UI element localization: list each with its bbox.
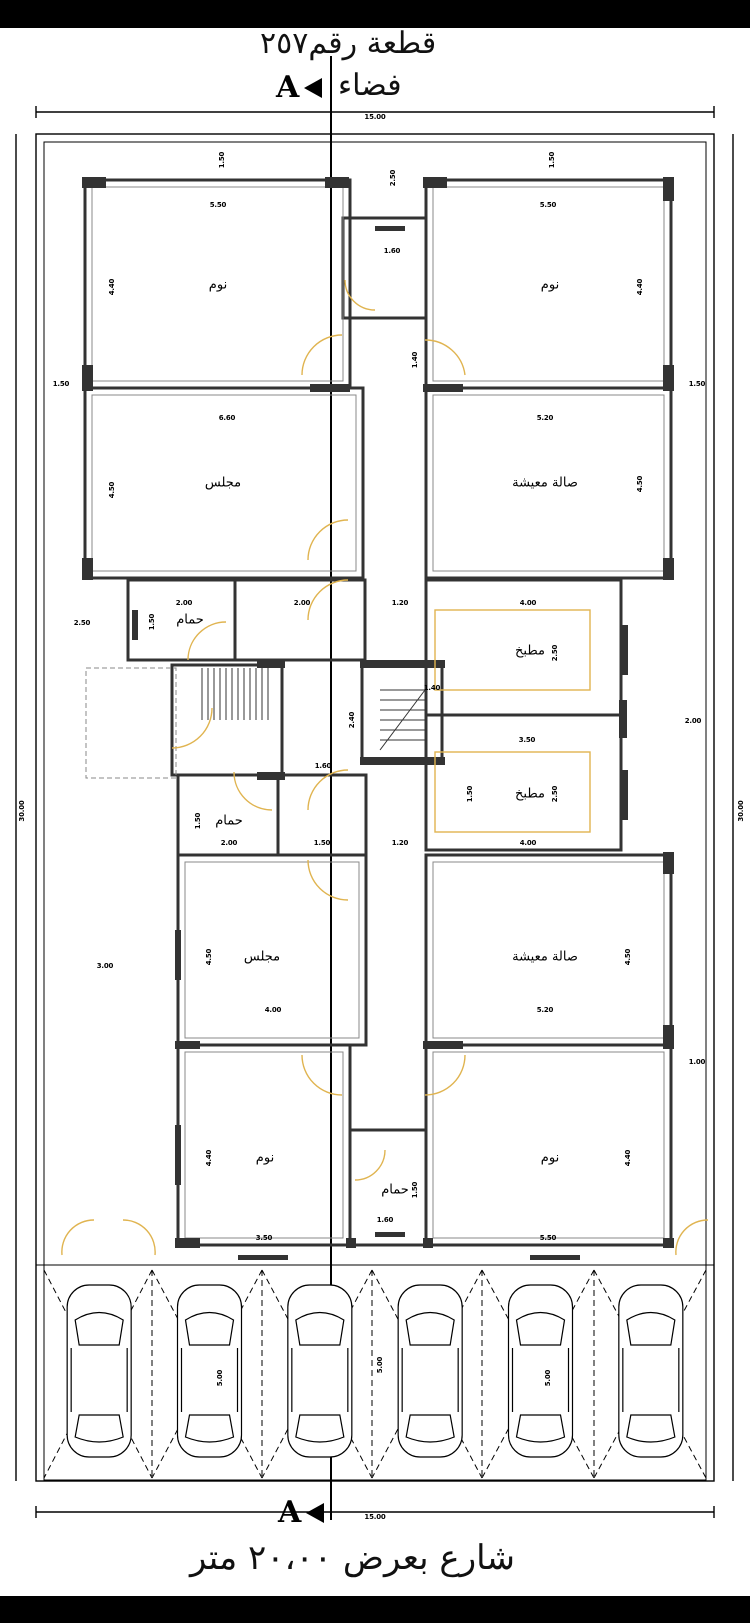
room-label-bedroom-3: نوم	[255, 1150, 275, 1166]
dim-hall1-width: 2.00	[293, 599, 311, 607]
dim-parking-depth-2: 5.00	[376, 1356, 384, 1374]
bath-3-walls	[348, 1128, 428, 1247]
dim-overall-length-left: 30.00	[18, 800, 26, 822]
dim-majlis1-depth: 4.50	[108, 481, 116, 499]
parked-car-icon	[176, 1284, 243, 1458]
dim-kitchen2-width: 4.00	[519, 839, 537, 847]
dim-setback-top-right: 1.50	[548, 151, 556, 169]
dim-entry-2: 1.20	[391, 839, 409, 847]
dim-bed3-width: 3.50	[255, 1234, 273, 1242]
dim-corridor-top: 1.40	[411, 351, 419, 369]
dim-bath2-width: 2.00	[220, 839, 238, 847]
dim-setback-top-mid: 2.50	[389, 169, 397, 187]
dim-stair-width: 1.40	[423, 684, 441, 692]
dim-kitchen2-depth: 2.50	[551, 785, 559, 803]
bottom-black-bar	[0, 1596, 750, 1623]
dim-living2-width: 5.20	[536, 1006, 554, 1014]
parked-car-icon	[397, 1284, 463, 1458]
room-label-bath-2: حمام	[215, 813, 243, 829]
room-label-majlis-2: مجلس	[243, 949, 281, 965]
dim-bath3-width: 1.60	[376, 1216, 394, 1224]
room-label-kitchen-2: مطبخ	[515, 786, 545, 802]
parked-car-icon	[287, 1284, 353, 1458]
dim-living1-depth: 4.50	[636, 475, 644, 493]
room-label-kitchen-1: مطبخ	[515, 643, 545, 659]
dim-kitchen-separator: 3.50	[518, 736, 536, 744]
stair-main	[170, 663, 284, 777]
kitchen-2-walls	[424, 713, 623, 852]
dim-stair-depth: 2.40	[348, 711, 356, 729]
dim-living1-width: 5.20	[536, 414, 554, 422]
room-label-bedroom-1: نوم	[208, 277, 228, 293]
dim-setback-left-top: 1.50	[52, 380, 70, 388]
stair-core-mid	[360, 663, 444, 762]
dim-setback-left-low: 3.00	[96, 962, 114, 970]
dim-living2-depth: 4.50	[624, 948, 632, 966]
majlis-1-walls	[83, 386, 365, 580]
room-label-bedroom-4: نوم	[540, 1150, 560, 1166]
dim-lobby-width: 1.60	[314, 762, 332, 770]
section-marker-top: A	[276, 70, 300, 105]
top-black-bar	[0, 0, 750, 28]
parked-car-icon	[66, 1284, 132, 1458]
dim-setback-top-left: 1.50	[218, 151, 226, 169]
parked-car-icon	[507, 1284, 574, 1458]
dim-bed3-depth: 4.40	[205, 1149, 213, 1167]
room-label-living-2: صالة معيشة	[512, 949, 578, 965]
dim-setback-right-low: 1.00	[688, 1058, 706, 1066]
setback-line	[43, 141, 707, 1481]
floor-plan-drawing	[15, 56, 734, 1520]
dim-kitchen1-depth: 2.50	[551, 644, 559, 662]
room-label-living-1: صالة معيشة	[512, 475, 578, 491]
dim-overall-width-bottom: 15.00	[364, 1513, 386, 1521]
dim-bed4-width: 5.50	[539, 1234, 557, 1242]
dim-kitchen1-width: 4.00	[519, 599, 537, 607]
living-1-walls	[424, 386, 673, 580]
dim-bed2-width: 5.50	[539, 201, 557, 209]
dim-bath1-depth: 1.50	[148, 613, 156, 631]
dim-parking-depth-3: 5.00	[544, 1369, 552, 1387]
dim-bath3-depth: 1.50	[411, 1181, 419, 1199]
dim-setback-right-top: 1.50	[688, 380, 706, 388]
dim-corridor-2: 1.50	[313, 839, 331, 847]
room-label-bath-1: حمام	[176, 612, 204, 628]
plot-number-title: قطعة رقم٢٥٧	[260, 26, 437, 61]
section-arrow-top-icon	[304, 78, 322, 98]
section-arrow-bottom-icon	[306, 1503, 324, 1523]
hall-1-walls	[233, 578, 367, 662]
plot-boundary	[35, 133, 715, 1482]
dim-overall-width-top: 15.00	[364, 113, 386, 121]
north-side-label: فضاء	[338, 68, 402, 103]
parked-car-icon	[618, 1284, 684, 1458]
dim-entry1-width: 1.20	[391, 599, 409, 607]
dim-majlis2-depth: 4.50	[205, 948, 213, 966]
dim-parking-depth-1: 5.00	[216, 1369, 224, 1387]
dim-bed1-width: 5.50	[209, 201, 227, 209]
dim-overall-length-right: 30.00	[737, 800, 745, 822]
dim-majlis1-width: 6.60	[218, 414, 236, 422]
bedroom-4-walls	[424, 1043, 673, 1247]
room-label-majlis-1: مجلس	[204, 475, 242, 491]
bedroom-3-walls	[176, 1043, 352, 1247]
street-label: شارع بعرض ٢٠،٠٠ متر	[190, 1538, 515, 1578]
room-label-bedroom-2: نوم	[540, 277, 560, 293]
dim-bed1-depth: 4.40	[108, 278, 116, 296]
dim-bath2-depth: 1.50	[194, 812, 202, 830]
dim-setback-left-mid: 2.50	[73, 619, 91, 627]
dim-majlis2-width: 4.00	[264, 1006, 282, 1014]
dim-stair-top-width: 1.60	[383, 247, 401, 255]
dim-bed2-depth: 4.40	[636, 278, 644, 296]
dim-bed4-depth: 4.40	[624, 1149, 632, 1167]
room-label-bath-3: حمام	[381, 1182, 409, 1198]
dim-kitchen2-small: 1.50	[466, 785, 474, 803]
dim-bath1-width: 2.00	[175, 599, 193, 607]
dim-setback-right-mid: 2.00	[684, 717, 702, 725]
